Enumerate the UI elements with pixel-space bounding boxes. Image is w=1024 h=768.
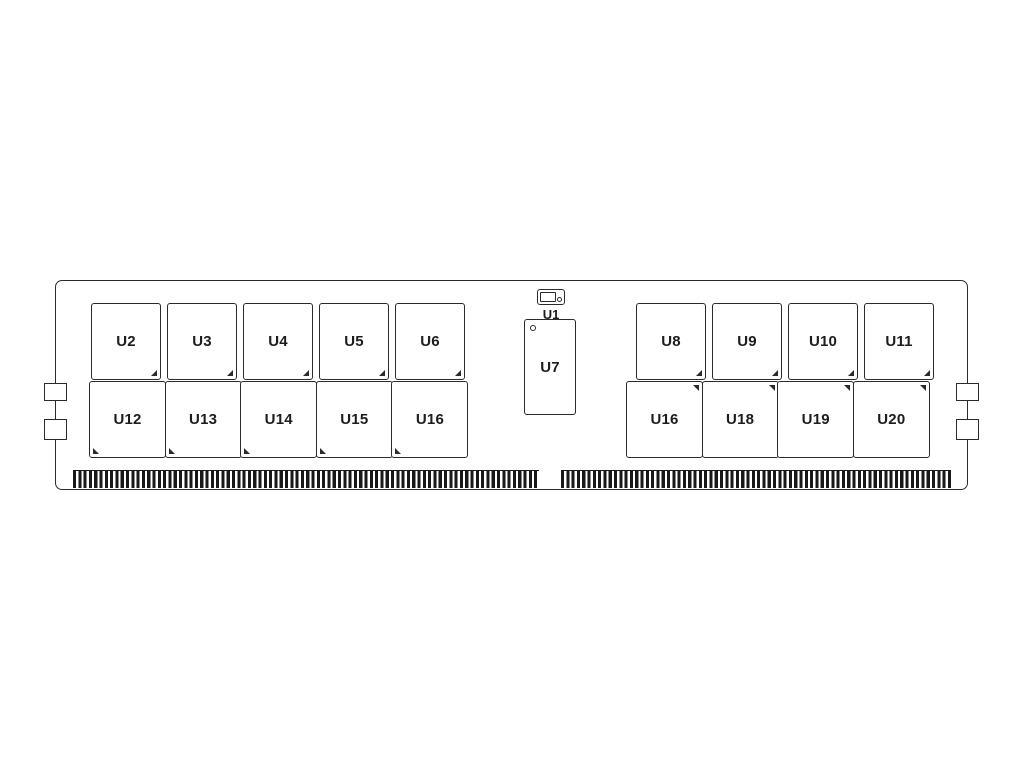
chip-row-top-left: U2 U3 U4 U5 U6 bbox=[91, 303, 465, 380]
pin1-marker-icon bbox=[455, 370, 461, 376]
edge-notch-left-2 bbox=[44, 419, 67, 440]
chip-u18: U18 bbox=[701, 381, 779, 458]
edge-notch-right-2 bbox=[956, 419, 979, 440]
chip-u14: U14 bbox=[240, 381, 318, 458]
chip-label: U7 bbox=[540, 358, 560, 376]
chip-row-bottom-left: U12 U13 U14 U15 U16 bbox=[89, 381, 469, 458]
chip-u13: U13 bbox=[164, 381, 242, 458]
pin1-dot-icon bbox=[557, 297, 562, 302]
chip-label: U14 bbox=[264, 411, 293, 428]
pin1-marker-icon bbox=[768, 385, 775, 391]
chip-label: U5 bbox=[344, 333, 364, 350]
pin1-marker-icon bbox=[844, 385, 851, 391]
chip-label: U9 bbox=[737, 333, 757, 350]
chip-label: U15 bbox=[340, 411, 369, 428]
pin1-marker-icon bbox=[395, 448, 402, 454]
pin1-marker-icon bbox=[693, 385, 699, 391]
component-u1-label: U1 bbox=[542, 307, 560, 322]
chip-u9: U9 bbox=[712, 303, 782, 380]
pin1-marker-icon bbox=[244, 448, 251, 454]
pin1-marker-icon bbox=[168, 448, 175, 454]
chip-u20: U20 bbox=[852, 381, 930, 458]
chip-label: U10 bbox=[808, 333, 838, 350]
pin1-marker-icon bbox=[919, 385, 926, 391]
chip-label: U4 bbox=[268, 333, 288, 350]
pin1-marker-icon bbox=[319, 448, 326, 454]
chip-u16: U16 bbox=[391, 381, 469, 458]
chip-label: U11 bbox=[885, 333, 913, 350]
chip-u6: U6 bbox=[395, 303, 465, 380]
chip-label: U12 bbox=[113, 411, 142, 428]
edge-connector-pins-right bbox=[561, 470, 951, 488]
chip-u2: U2 bbox=[91, 303, 161, 380]
pin1-marker-icon bbox=[303, 370, 309, 376]
dimm-pcb-outline: U1 U7 U2 U3 U4 U5 U6 bbox=[44, 280, 979, 490]
pin1-marker-icon bbox=[848, 370, 854, 376]
chip-label: U16 bbox=[415, 411, 444, 428]
chip-row-bottom-right: U16 U18 U19 U20 bbox=[626, 381, 930, 458]
chip-u11: U11 bbox=[864, 303, 934, 380]
pin1-marker-icon bbox=[227, 370, 233, 376]
pin1-dot-icon bbox=[530, 325, 536, 331]
pin1-marker-icon bbox=[93, 448, 99, 454]
chip-u8: U8 bbox=[636, 303, 706, 380]
chip-label: U19 bbox=[801, 411, 830, 428]
chip-u12: U12 bbox=[89, 381, 166, 458]
chip-label: U3 bbox=[192, 333, 212, 350]
chip-u7: U7 bbox=[524, 319, 576, 415]
chip-u19: U19 bbox=[777, 381, 855, 458]
chip-label: U13 bbox=[189, 411, 218, 428]
chip-label: U16 bbox=[650, 411, 679, 428]
chip-u10: U10 bbox=[788, 303, 858, 380]
pin1-marker-icon bbox=[924, 370, 930, 376]
pin1-marker-icon bbox=[696, 370, 702, 376]
pin1-marker-icon bbox=[772, 370, 778, 376]
chip-u15: U15 bbox=[315, 381, 393, 458]
chip-u4: U4 bbox=[243, 303, 313, 380]
chip-u3: U3 bbox=[167, 303, 237, 380]
chip-u5: U5 bbox=[319, 303, 389, 380]
chip-row-top-right: U8 U9 U10 U11 bbox=[636, 303, 934, 380]
edge-notch-right-1 bbox=[956, 383, 979, 401]
component-u1-body bbox=[540, 292, 556, 302]
pin1-marker-icon bbox=[379, 370, 385, 376]
chip-u16-2: U16 bbox=[626, 381, 703, 458]
component-u1 bbox=[537, 289, 565, 305]
edge-connector-pins-left bbox=[73, 470, 539, 488]
edge-notch-left-1 bbox=[44, 383, 67, 401]
chip-label: U6 bbox=[420, 333, 440, 350]
chip-label: U18 bbox=[726, 411, 755, 428]
chip-label: U20 bbox=[877, 411, 906, 428]
chip-label: U8 bbox=[661, 333, 681, 350]
chip-label: U2 bbox=[116, 333, 136, 350]
pin1-marker-icon bbox=[151, 370, 157, 376]
